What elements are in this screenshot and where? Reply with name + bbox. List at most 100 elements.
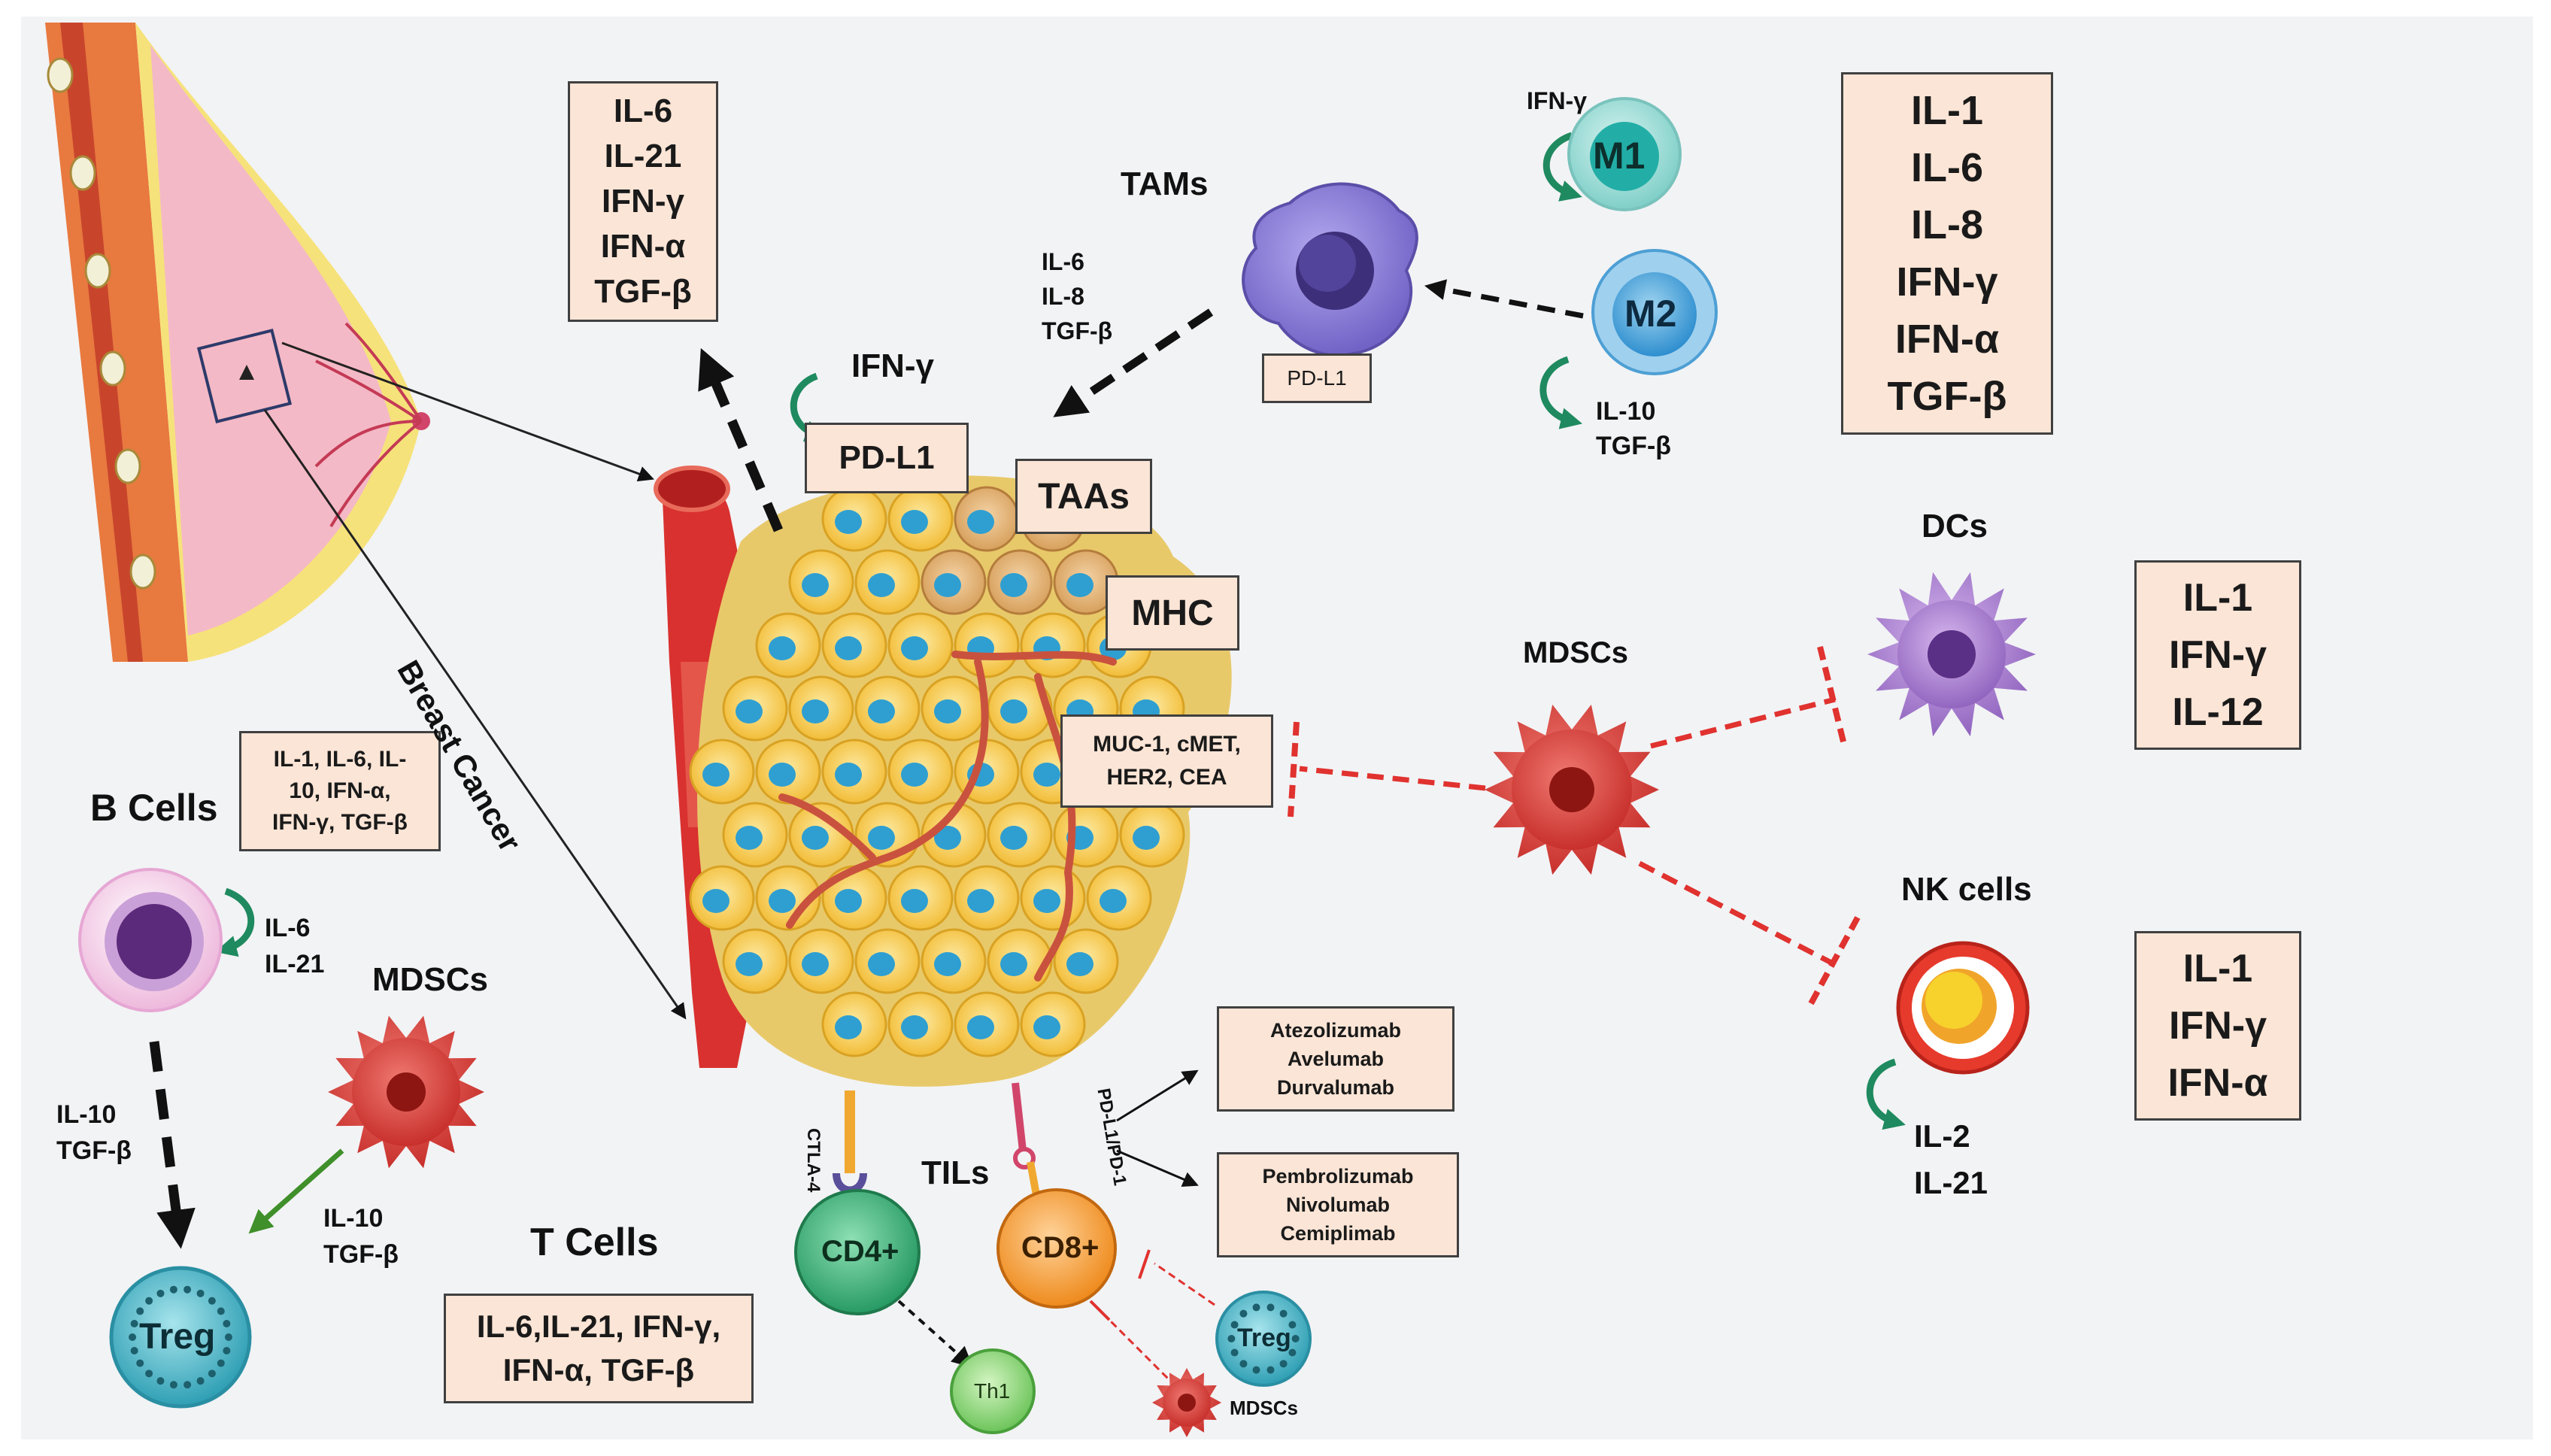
tumor-cell xyxy=(854,928,921,994)
bcell-cytokine-line-1: IL-1, IL-6, IL- xyxy=(273,747,407,772)
tumor-cell xyxy=(788,549,854,615)
b-cells-label: B Cells xyxy=(90,787,218,829)
antigen-line-2: HER2, CEA xyxy=(1106,765,1227,790)
drug-cemiplimab: Cemiplimab xyxy=(1280,1222,1396,1245)
mdsc-to-treg-2: TGF-β xyxy=(323,1240,399,1269)
b-to-treg-2: TGF-β xyxy=(56,1136,132,1165)
pdl1-drugs-arrow xyxy=(1116,1069,1199,1122)
tumor-cell xyxy=(921,802,987,868)
tumor-cell xyxy=(1053,928,1119,994)
antigen-line-1: MUC-1, cMET, xyxy=(1093,732,1241,757)
tam-to-tumor-arrow xyxy=(1053,308,1214,417)
m2-cell xyxy=(1591,249,1718,375)
nk-secretion-label: IL-2 IL-21 xyxy=(1914,1113,1988,1206)
m2-label: M2 xyxy=(1624,293,1677,335)
nk-secretion-1: IL-2 xyxy=(1914,1118,1970,1154)
tumor-cell xyxy=(1119,802,1185,868)
bcell-to-treg-arrow xyxy=(149,1041,196,1249)
breast-anatomy xyxy=(45,23,430,662)
pd-l1-tumor-box: PD-L1 xyxy=(805,423,969,493)
macrophage-cytokine-box: IL-1 IL-6 IL-8 IFN-γ IFN-α TGF-β xyxy=(1841,72,2053,435)
m2-to-tam-arrow xyxy=(1424,279,1584,319)
tumor-cell xyxy=(854,675,921,742)
tumor-cell xyxy=(755,739,821,805)
tam-secretion-label: IL-6 IL-8 TGF-β xyxy=(1042,244,1112,348)
bcell-secretion-2: IL-21 xyxy=(265,950,325,978)
tumor-cell xyxy=(788,928,854,994)
mdscs-center-label: MDSCs xyxy=(1523,636,1629,669)
tumor-cell xyxy=(821,612,887,678)
tumor-cell xyxy=(987,802,1053,868)
tumor-to-top-box-arrow xyxy=(698,347,783,532)
taas-label: TAAs xyxy=(1038,476,1130,517)
antigen-box: MUC-1, cMET, HER2, CEA xyxy=(1060,714,1273,808)
mac-cytokine-3: IL-8 xyxy=(1910,202,1983,247)
top-cytokine-1: IL-6 xyxy=(613,93,673,129)
tumor-cell xyxy=(821,486,887,552)
bcell-cytokine-box: IL-1, IL-6, IL- 10, IFN-α, IFN-γ, TGF-β xyxy=(239,731,441,851)
ifn-gamma-m1-label: IFN-γ xyxy=(1527,87,1587,114)
tam-secretion-2: IL-8 xyxy=(1042,283,1084,310)
treg-cell-left xyxy=(109,1266,252,1409)
dc-cytokine-3: IL-12 xyxy=(2172,690,2264,734)
autocrine-loop-arrow-icon xyxy=(215,132,1906,1130)
mdsc-cell-center xyxy=(1485,704,1659,875)
b-cell xyxy=(78,868,223,1012)
tumor-cell xyxy=(987,549,1053,615)
mdsc-cell-left xyxy=(328,1015,484,1169)
tumor-cell xyxy=(722,675,788,742)
th1-label: Th1 xyxy=(974,1379,1011,1403)
mdsc-to-treg-1: IL-10 xyxy=(323,1204,384,1233)
tumor-cell xyxy=(1086,865,1152,931)
bcell-cytokine-line-2: 10, IFN-α, xyxy=(289,778,391,803)
pd-l1-tumor-label: PD-L1 xyxy=(839,439,935,476)
tumor-cell xyxy=(887,486,954,552)
mdsc-cell-small xyxy=(1152,1368,1221,1437)
cd4-to-th1-arrow xyxy=(897,1300,974,1368)
drug-avelumab: Avelumab xyxy=(1287,1048,1385,1070)
tcell-cytokine-box: IL-6,IL-21, IFN-γ, IFN-α, TGF-β xyxy=(444,1294,754,1403)
tam-cell xyxy=(1242,182,1418,357)
treg-small-label: Treg xyxy=(1237,1324,1291,1352)
tumor-cell xyxy=(954,991,1020,1057)
m2-secretion-1: IL-10 xyxy=(1596,397,1656,426)
mdscs-small-label: MDSCs xyxy=(1230,1397,1299,1419)
dc-cytokine-1: IL-1 xyxy=(2182,576,2253,620)
t-cells-label: T Cells xyxy=(530,1221,659,1264)
tumor-cell xyxy=(788,675,854,742)
tumor-cell xyxy=(954,612,1020,678)
tumor-cell xyxy=(1020,865,1086,931)
tumor-cell xyxy=(821,739,887,805)
mhc-label: MHC xyxy=(1131,593,1214,633)
m1-cell xyxy=(1567,97,1682,211)
mac-cytokine-6: TGF-β xyxy=(1887,374,2007,419)
cd8-cell xyxy=(996,1188,1117,1309)
b-to-treg-label: IL-10 TGF-β xyxy=(56,1097,132,1169)
nk-cytokine-3: IFN-α xyxy=(2167,1061,2268,1105)
tumor-cell xyxy=(821,991,887,1057)
tumor-cell xyxy=(887,739,954,805)
drug-pembrolizumab: Pembrolizumab xyxy=(1262,1165,1414,1188)
tumor-cell xyxy=(887,865,954,931)
cd4-cell xyxy=(794,1189,921,1315)
tumor-cell xyxy=(755,865,821,931)
top-cytokine-4: IFN-α xyxy=(600,228,686,265)
cd4-label: CD4+ xyxy=(821,1235,899,1268)
nk-cells-label: NK cells xyxy=(1901,871,2032,908)
tumor-cell xyxy=(755,612,821,678)
treg-cell-small xyxy=(1215,1291,1312,1387)
mac-cytokine-1: IL-1 xyxy=(1910,88,1983,133)
nk-secretion-2: IL-21 xyxy=(1914,1165,1988,1200)
tumor-cell xyxy=(854,549,921,615)
top-cytokine-3: IFN-γ xyxy=(602,183,684,220)
tams-label: TAMs xyxy=(1121,165,1209,202)
tumor-cell xyxy=(987,928,1053,994)
drug-durvalumab: Durvalumab xyxy=(1276,1076,1395,1099)
ifn-gamma-tumor-label: IFN-γ xyxy=(851,347,934,384)
dc-cytokine-2: IFN-γ xyxy=(2169,633,2267,677)
tumor-cell xyxy=(954,865,1020,931)
nk-cell xyxy=(1896,941,2030,1075)
mac-cytokine-5: IFN-α xyxy=(1894,317,2000,362)
dcs-label: DCs xyxy=(1922,508,1988,544)
dc-cytokine-box: IL-1 IFN-γ IL-12 xyxy=(2134,560,2301,750)
